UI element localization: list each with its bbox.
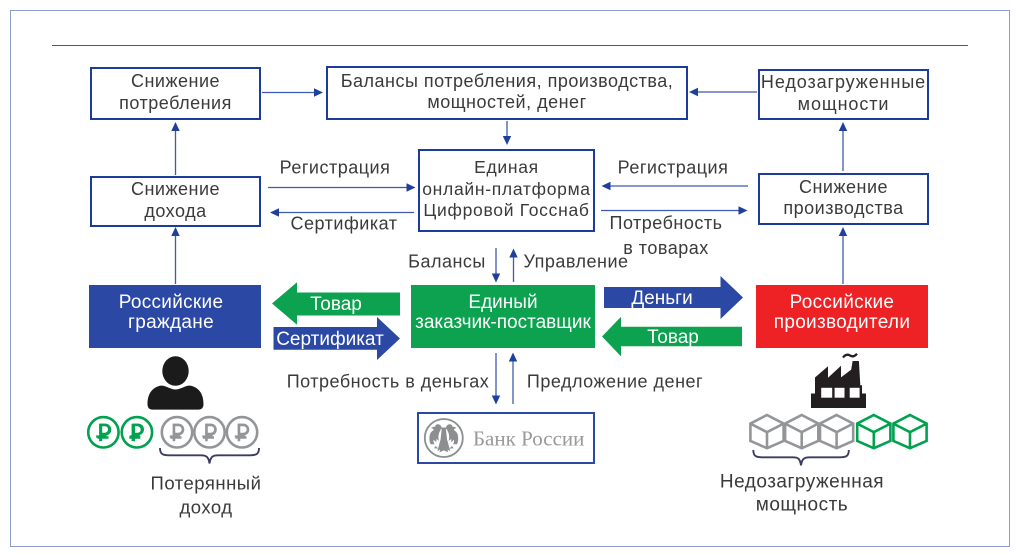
svg-text:Товар: Товар (647, 327, 699, 348)
svg-text:Деньги: Деньги (631, 288, 692, 309)
svg-text:Товар: Товар (310, 294, 362, 315)
svg-text:Банк России: Банк России (473, 427, 584, 451)
svg-text:Сертификат: Сертификат (276, 329, 384, 350)
